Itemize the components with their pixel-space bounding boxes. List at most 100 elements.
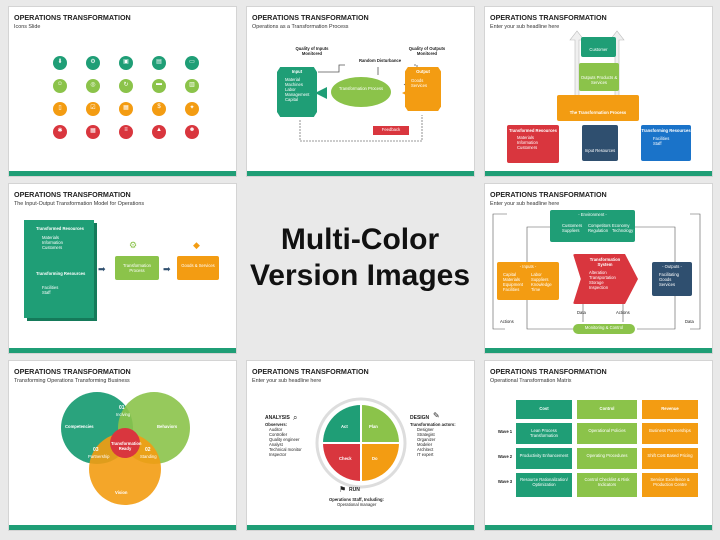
matrix-cell: Operational Policies: [577, 423, 637, 444]
output-box: Output Goods Services: [405, 67, 441, 111]
cell-text: Operational Policies: [588, 428, 626, 433]
slide-footer-bar: [485, 525, 712, 530]
outputs-label: - Outputs -: [662, 264, 682, 269]
venn-circles: [61, 392, 190, 505]
observer-item: Inspector: [269, 452, 287, 457]
env-item: Customers: [562, 223, 583, 228]
column-header-label: Control: [599, 406, 615, 411]
circle-01-number: 01: [119, 405, 125, 411]
inputs-item: Knowledge: [531, 282, 552, 287]
env-item: Regulation: [588, 228, 609, 233]
vision-label: Vision: [115, 490, 128, 495]
output-item: Services: [411, 83, 428, 88]
thumbnail-pdca-cycle[interactable]: OPERATIONS TRANSFORMATION Enter your sub…: [246, 360, 475, 531]
observer-item: Controller: [269, 432, 288, 437]
slide-subtitle: Operations as a Transformation Process: [252, 24, 349, 30]
data-label: Data: [685, 319, 694, 324]
center-heading: Multi-Color Version Images: [240, 222, 480, 294]
outputs-header: Quality of Outputs Monitored: [408, 46, 446, 56]
actor-item: Organizer: [417, 437, 436, 442]
gear-icon: ⚙: [86, 56, 100, 70]
resources-panel: Transformed Resources Materials Informat…: [24, 220, 94, 318]
matrix-cell: Resource Rationalization/ Optimization: [516, 473, 572, 497]
gear-icon: ⚙: [129, 240, 138, 250]
observer-item: Analyst: [269, 442, 283, 447]
input-resources-box: Input Resources: [582, 125, 618, 161]
actor-item: Architect: [417, 447, 434, 452]
thumbnail-transformation-pillars[interactable]: OPERATIONS TRANSFORMATION Enter your sub…: [484, 6, 713, 177]
runner-icon: ⚑: [339, 485, 347, 494]
thumbnail-transformation-process[interactable]: OPERATIONS TRANSFORMATION Operations as …: [246, 6, 475, 177]
actions-label: Actions: [500, 319, 514, 324]
slide-footer-bar: [9, 348, 236, 353]
run-label: RUN: [349, 487, 360, 493]
monitor-icon: ▭: [185, 56, 199, 70]
slide-title: OPERATIONS TRANSFORMATION: [252, 367, 369, 376]
act-label: Act: [341, 424, 348, 429]
circle-03-label: Partnership: [88, 454, 110, 459]
handshake-icon: ✦: [185, 102, 199, 116]
slide-subtitle: Operational Transformation Matrix: [490, 378, 572, 384]
system-label: Transformation System: [589, 257, 621, 267]
arrow-right-icon: ➡: [98, 264, 106, 274]
feedback-box: Feedback: [373, 126, 409, 135]
cell-text: Resource Rationalization/ Optimization: [520, 477, 568, 487]
customer-label: Customer: [589, 47, 608, 52]
inputs-item: Capital: [503, 272, 517, 277]
thumbnail-transformation-matrix[interactable]: OPERATIONS TRANSFORMATION Operational Tr…: [484, 360, 713, 531]
matrix-cell: Operating Procedures: [577, 448, 637, 469]
matrix-cell: Control Checklist & Risk Indicators: [577, 473, 637, 497]
center-heading-line1: Multi-Color: [280, 223, 440, 256]
cell-text: Service Excellence & Production Centre: [650, 477, 690, 487]
slide-footer-bar: [9, 171, 236, 176]
observer-item: Quality engineer: [269, 437, 300, 442]
factory-icon: ▦: [119, 102, 133, 116]
output-label: Output: [416, 69, 430, 74]
transformed-item: Information: [517, 140, 538, 145]
money-icon: $: [152, 102, 166, 116]
actor-item: Designer: [417, 427, 434, 432]
staff-label: Operations Staff, Including:: [329, 497, 384, 502]
outputs-item: Facilitating: [659, 272, 680, 277]
idea-icon: ✱: [53, 125, 67, 139]
transformed-box: Transformed Resources Materials Informat…: [507, 125, 559, 163]
chart-icon: ▤: [152, 56, 166, 70]
pdca-circle: [315, 397, 407, 489]
thumbnail-input-output-model[interactable]: OPERATIONS TRANSFORMATION The Input-Outp…: [8, 183, 237, 354]
input-label: Input: [291, 69, 303, 74]
column-header-cost: Cost: [516, 400, 572, 419]
analysis-label: ANALYSIS: [265, 415, 290, 421]
slide-footer-bar: [247, 171, 474, 176]
actors-label: Transformation actors:: [410, 422, 456, 427]
transformed-item: Customers: [42, 245, 63, 250]
matrix-cell: Shift Cost Based Pricing: [642, 448, 698, 469]
slide-footer-bar: [9, 525, 236, 530]
system-connectors: [492, 213, 701, 330]
arrow-right-icon: ➡: [163, 264, 171, 274]
env-item: Competitors: [588, 223, 611, 228]
design-tools-icon: ✎: [433, 411, 440, 420]
data-label: Data: [577, 310, 586, 315]
circle-03-number: 03: [93, 447, 99, 453]
thumbnail-transformation-system[interactable]: OPERATIONS TRANSFORMATION Enter your sub…: [484, 183, 713, 354]
process-label: Transformation Process: [338, 86, 384, 91]
thumbnail-icons-slide[interactable]: OPERATIONS TRANSFORMATION Icons Slide ⬇ …: [8, 6, 237, 177]
process-label: The Transformation Process: [569, 110, 627, 115]
process-box: Transformation Process: [115, 256, 159, 280]
transforming-item: Staff: [653, 141, 662, 146]
wave-label: Wave 2: [497, 454, 513, 459]
slide-title: OPERATIONS TRANSFORMATION: [14, 190, 131, 199]
matrix-cell: Business Partnerships: [642, 423, 698, 444]
center-heading-line2: Version Images: [249, 259, 471, 292]
slide-title: OPERATIONS TRANSFORMATION: [252, 13, 369, 22]
outputs-box: Outputs Products & Services: [579, 63, 619, 91]
inputs-item: Equipment: [503, 282, 524, 287]
slide-footer-bar: [247, 525, 474, 530]
thumbnail-venn-diagram[interactable]: OPERATIONS TRANSFORMATION Transforming O…: [8, 360, 237, 531]
column-header-label: Revenue: [661, 406, 679, 411]
slide-title: OPERATIONS TRANSFORMATION: [490, 367, 607, 376]
slide-subtitle: The Input-Output Transformation Model fo…: [14, 201, 145, 207]
input-icon: ⬇: [53, 56, 67, 70]
cell-text: Shift Cost Based Pricing: [647, 453, 693, 458]
building-icon: ▥: [185, 79, 199, 93]
